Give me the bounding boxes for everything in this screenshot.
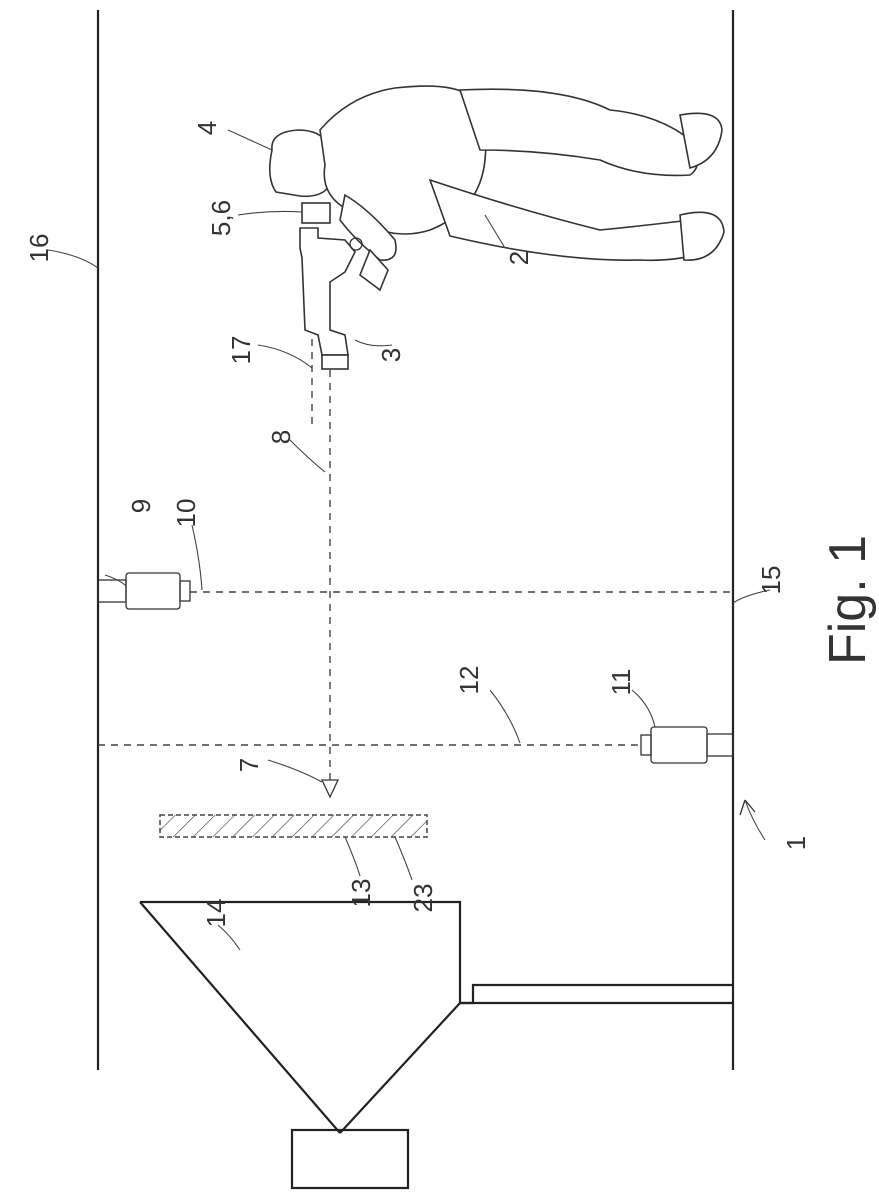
label-5-6: 5,6	[206, 200, 236, 236]
leader-10	[191, 524, 203, 591]
operator-figure	[268, 85, 725, 370]
leader-13	[344, 836, 361, 877]
leader-16	[47, 249, 99, 269]
label-17: 17	[226, 336, 256, 365]
label-3: 3	[376, 348, 406, 362]
label-11: 11	[606, 669, 636, 696]
leader-12	[489, 689, 521, 744]
label-1: 1	[781, 836, 811, 850]
leader-56	[237, 210, 303, 216]
label-8: 8	[266, 430, 296, 444]
label-12: 12	[454, 666, 484, 695]
hopper-machine	[139, 900, 733, 1190]
leader-15	[732, 589, 771, 604]
tool-tip-7	[320, 779, 340, 799]
label-16: 16	[24, 234, 54, 263]
leader-2	[484, 214, 506, 249]
label-9: 9	[126, 499, 156, 513]
leader-4	[227, 129, 273, 151]
label-15: 15	[756, 566, 786, 595]
label-2: 2	[504, 251, 534, 265]
leader-11	[631, 689, 656, 728]
label-10: 10	[171, 499, 201, 528]
camera-9	[97, 572, 191, 610]
leader-14	[217, 924, 241, 951]
label-23: 23	[408, 884, 438, 913]
label-14: 14	[201, 899, 231, 928]
arrow-1	[739, 799, 756, 816]
figure-caption: Fig. 1	[819, 535, 877, 665]
leader-9	[104, 574, 127, 587]
leader-17	[257, 344, 313, 369]
camera-11	[640, 726, 734, 764]
leader-8	[289, 439, 326, 473]
label-7: 7	[234, 758, 264, 772]
leader-23	[394, 836, 413, 881]
label-13: 13	[346, 879, 376, 908]
label-4: 4	[192, 121, 222, 135]
leader-7	[267, 759, 323, 783]
leader-3	[354, 339, 393, 347]
leader-1	[744, 799, 766, 841]
workpiece-hatched	[159, 814, 428, 838]
